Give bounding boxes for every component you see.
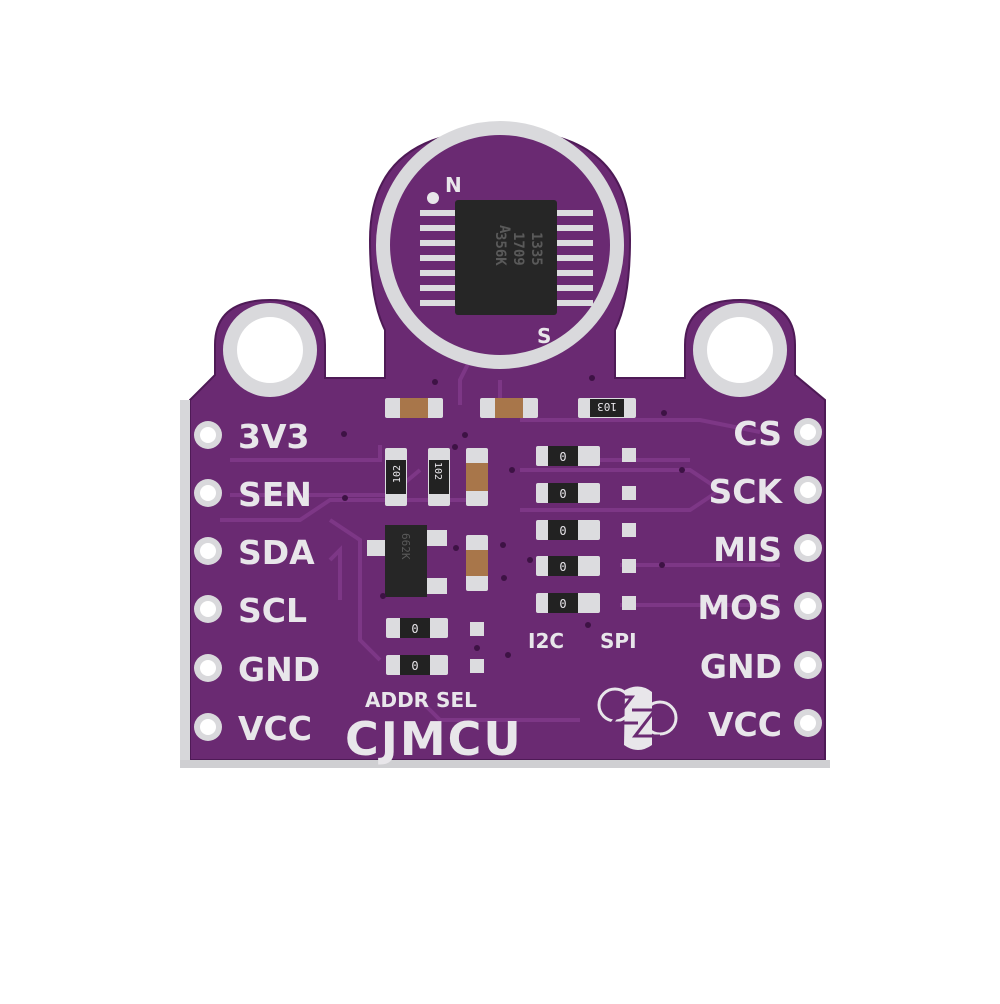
capacitor-top-middle <box>480 398 538 418</box>
jumper-0-3: 0 <box>536 520 636 540</box>
svg-text:0: 0 <box>559 560 566 574</box>
jumper-resistors-address: 0 0 <box>386 618 484 675</box>
capacitor-vertical-2 <box>466 535 488 591</box>
pin-label-sck: SCK <box>708 472 783 511</box>
svg-text:0: 0 <box>559 597 566 611</box>
left-pin-pads <box>194 421 222 741</box>
capacitor-top-left <box>385 398 443 418</box>
i2c-label: I2C <box>528 629 564 653</box>
mounting-hole-right <box>693 303 787 397</box>
pin-label-mis: MIS <box>713 530 782 569</box>
addr-jumper-2: 0 <box>386 655 484 675</box>
pin-label-scl: SCL <box>238 591 307 630</box>
cjmcu-logo-icon <box>597 686 678 750</box>
jumper-0-5: 0 <box>536 593 636 613</box>
pin-label-vcc-left: VCC <box>238 709 312 748</box>
pin-label-3v3: 3V3 <box>238 417 309 456</box>
svg-text:662K: 662K <box>399 533 412 560</box>
pin-label-gnd-left: GND <box>238 650 320 689</box>
magnetometer-chip: A 1335 1709 356K <box>420 200 593 315</box>
addr-sel-label: ADDR SEL <box>365 688 477 712</box>
jumper-resistors-protocol: 0 0 0 0 0 <box>536 446 636 613</box>
brand-cjmcu: CJMCU <box>345 712 523 766</box>
compass-north-label: N <box>445 173 462 197</box>
pin-label-cs: CS <box>733 414 782 453</box>
pin-label-mos: MOS <box>697 588 782 627</box>
resistor-102-a: 102 <box>385 448 407 506</box>
svg-text:0: 0 <box>559 450 566 464</box>
pin-label-sda: SDA <box>238 533 315 572</box>
spi-label: SPI <box>600 629 637 653</box>
transistor-662k: 662K <box>367 525 447 597</box>
pin-label-sen: SEN <box>238 475 312 514</box>
compass-south-label: S <box>537 324 551 348</box>
pin-label-vcc-right: VCC <box>708 705 782 744</box>
jumper-0-4: 0 <box>536 556 636 576</box>
resistor-102-b: 102 <box>428 448 450 506</box>
resistor-103: 103 <box>578 398 636 418</box>
svg-text:102: 102 <box>392 465 403 483</box>
jumper-0-2: 0 <box>536 483 636 503</box>
jumper-0-1: 0 <box>536 446 636 466</box>
capacitor-vertical-1 <box>466 448 488 506</box>
addr-jumper-1: 0 <box>386 618 484 638</box>
svg-text:0: 0 <box>411 659 418 673</box>
mounting-hole-left <box>223 303 317 397</box>
svg-text:0: 0 <box>559 487 566 501</box>
svg-text:0: 0 <box>559 524 566 538</box>
chip-text-line-3: 356K <box>492 232 508 266</box>
vias <box>341 375 685 658</box>
svg-text:103: 103 <box>597 400 617 413</box>
right-pin-pads <box>794 418 822 737</box>
svg-text:102: 102 <box>432 462 443 480</box>
svg-text:A: A <box>496 225 512 234</box>
chip-text-line-2: 1709 <box>510 232 526 266</box>
pin-label-gnd-right: GND <box>700 647 782 686</box>
svg-text:0: 0 <box>411 622 418 636</box>
chip-text-line-1: 1335 <box>528 232 544 266</box>
